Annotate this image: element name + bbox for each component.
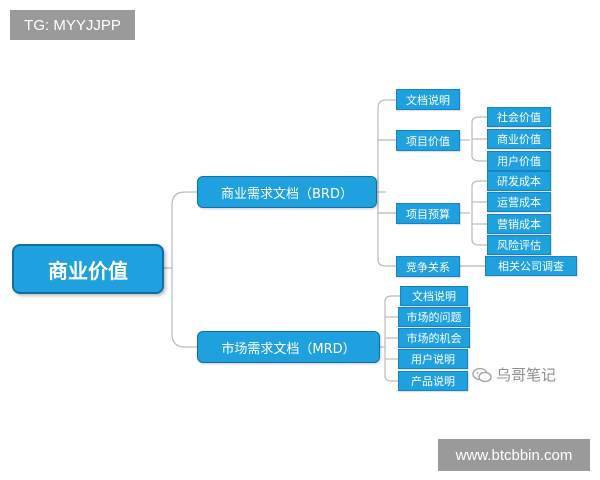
- brd-budget-node: 项目预算: [396, 203, 460, 224]
- mrd-product-node: 产品说明: [398, 371, 468, 391]
- chat-bubble-icon: [472, 367, 492, 382]
- top-tag: TG: MYYJJPP: [10, 10, 135, 40]
- budget-risk-node: 风险评估: [487, 235, 551, 255]
- watermark: 乌哥笔记: [472, 364, 556, 385]
- mrd-opportunity-node: 市场的机会: [398, 328, 470, 348]
- bottom-tag: www.btcbbin.com: [438, 439, 590, 471]
- value-business-node: 商业价值: [487, 129, 551, 149]
- brd-node: 商业需求文档（BRD）: [197, 176, 377, 208]
- mrd-problem-node: 市场的问题: [398, 307, 470, 327]
- watermark-text: 乌哥笔记: [496, 366, 557, 384]
- budget-ops-node: 运营成本: [487, 192, 551, 212]
- brd-value-node: 项目价值: [396, 130, 460, 151]
- value-user-node: 用户价值: [487, 151, 551, 171]
- budget-marketing-node: 营销成本: [487, 214, 551, 234]
- brd-competition-node: 竞争关系: [396, 256, 460, 277]
- root-node: 商业价值: [12, 244, 164, 294]
- mrd-user-node: 用户说明: [398, 349, 468, 369]
- mrd-node: 市场需求文档（MRD）: [197, 331, 380, 363]
- mrd-doc-node: 文档说明: [400, 286, 468, 306]
- budget-rd-node: 研发成本: [487, 171, 551, 191]
- value-social-node: 社会价值: [487, 107, 551, 127]
- competition-survey-node: 相关公司调查: [485, 256, 577, 276]
- brd-doc-node: 文档说明: [396, 89, 460, 110]
